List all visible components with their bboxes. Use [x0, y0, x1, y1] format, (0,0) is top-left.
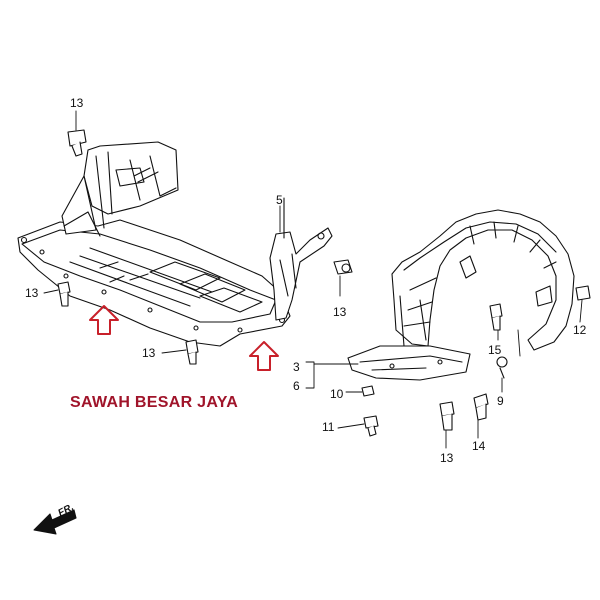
callout-3: 3	[293, 360, 300, 374]
callout-5: 5	[276, 193, 283, 207]
callout-9: 9	[497, 394, 504, 408]
callout-13-bottom-center: 13	[142, 346, 156, 360]
engine-undercover	[17, 141, 333, 347]
callout-10: 10	[330, 387, 344, 401]
callout-13-left: 13	[25, 286, 39, 300]
callout-11: 11	[322, 420, 335, 434]
callout-13-bottom-right: 13	[440, 451, 454, 465]
seller-watermark: SAWAH BESAR JAYA	[70, 394, 239, 411]
callout-12: 12	[573, 323, 587, 337]
highlight-arrows	[89, 305, 279, 371]
callout-13-clip: 13	[333, 305, 347, 319]
callout-15: 15	[488, 343, 502, 357]
arrow-left	[89, 305, 119, 335]
front-direction-arrow	[33, 509, 77, 535]
callout-6: 6	[293, 379, 300, 393]
arrow-right	[249, 341, 279, 371]
fastener-clips	[57, 129, 591, 437]
fender-liner	[347, 209, 575, 381]
callout-13-top: 13	[70, 96, 84, 110]
callout-14: 14	[472, 439, 486, 453]
leader-lines	[43, 110, 583, 449]
